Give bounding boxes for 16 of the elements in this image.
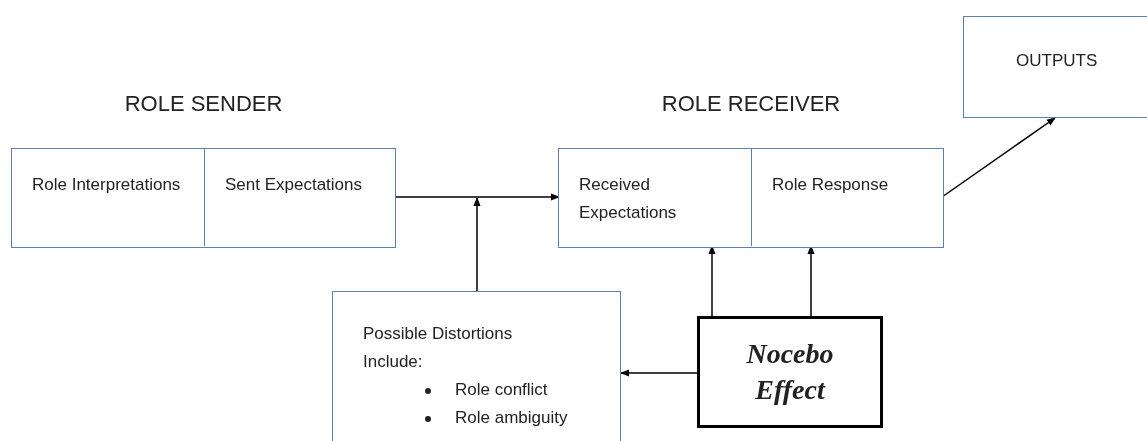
node-label: Sent Expectations xyxy=(225,174,363,196)
arrow xyxy=(473,197,481,292)
list-item: Role ambiguity xyxy=(455,408,568,427)
node-label: Received Expectations xyxy=(579,174,678,224)
output-box xyxy=(963,16,1147,118)
distortions-box xyxy=(332,291,621,441)
node-label: Role Response xyxy=(772,174,889,196)
node-label: Nocebo Effect xyxy=(745,337,835,407)
section-heading: ROLE SENDER xyxy=(124,91,283,117)
section-heading: ROLE RECEIVER xyxy=(661,91,841,117)
effect-box xyxy=(697,316,883,428)
list-item: Role conflict xyxy=(455,380,548,399)
node-label: Possible Distortions Include: xyxy=(363,323,514,373)
node-label: OUTPUTS xyxy=(1016,50,1098,72)
node-label: Role Interpretations xyxy=(32,174,181,196)
arrow xyxy=(620,369,698,377)
